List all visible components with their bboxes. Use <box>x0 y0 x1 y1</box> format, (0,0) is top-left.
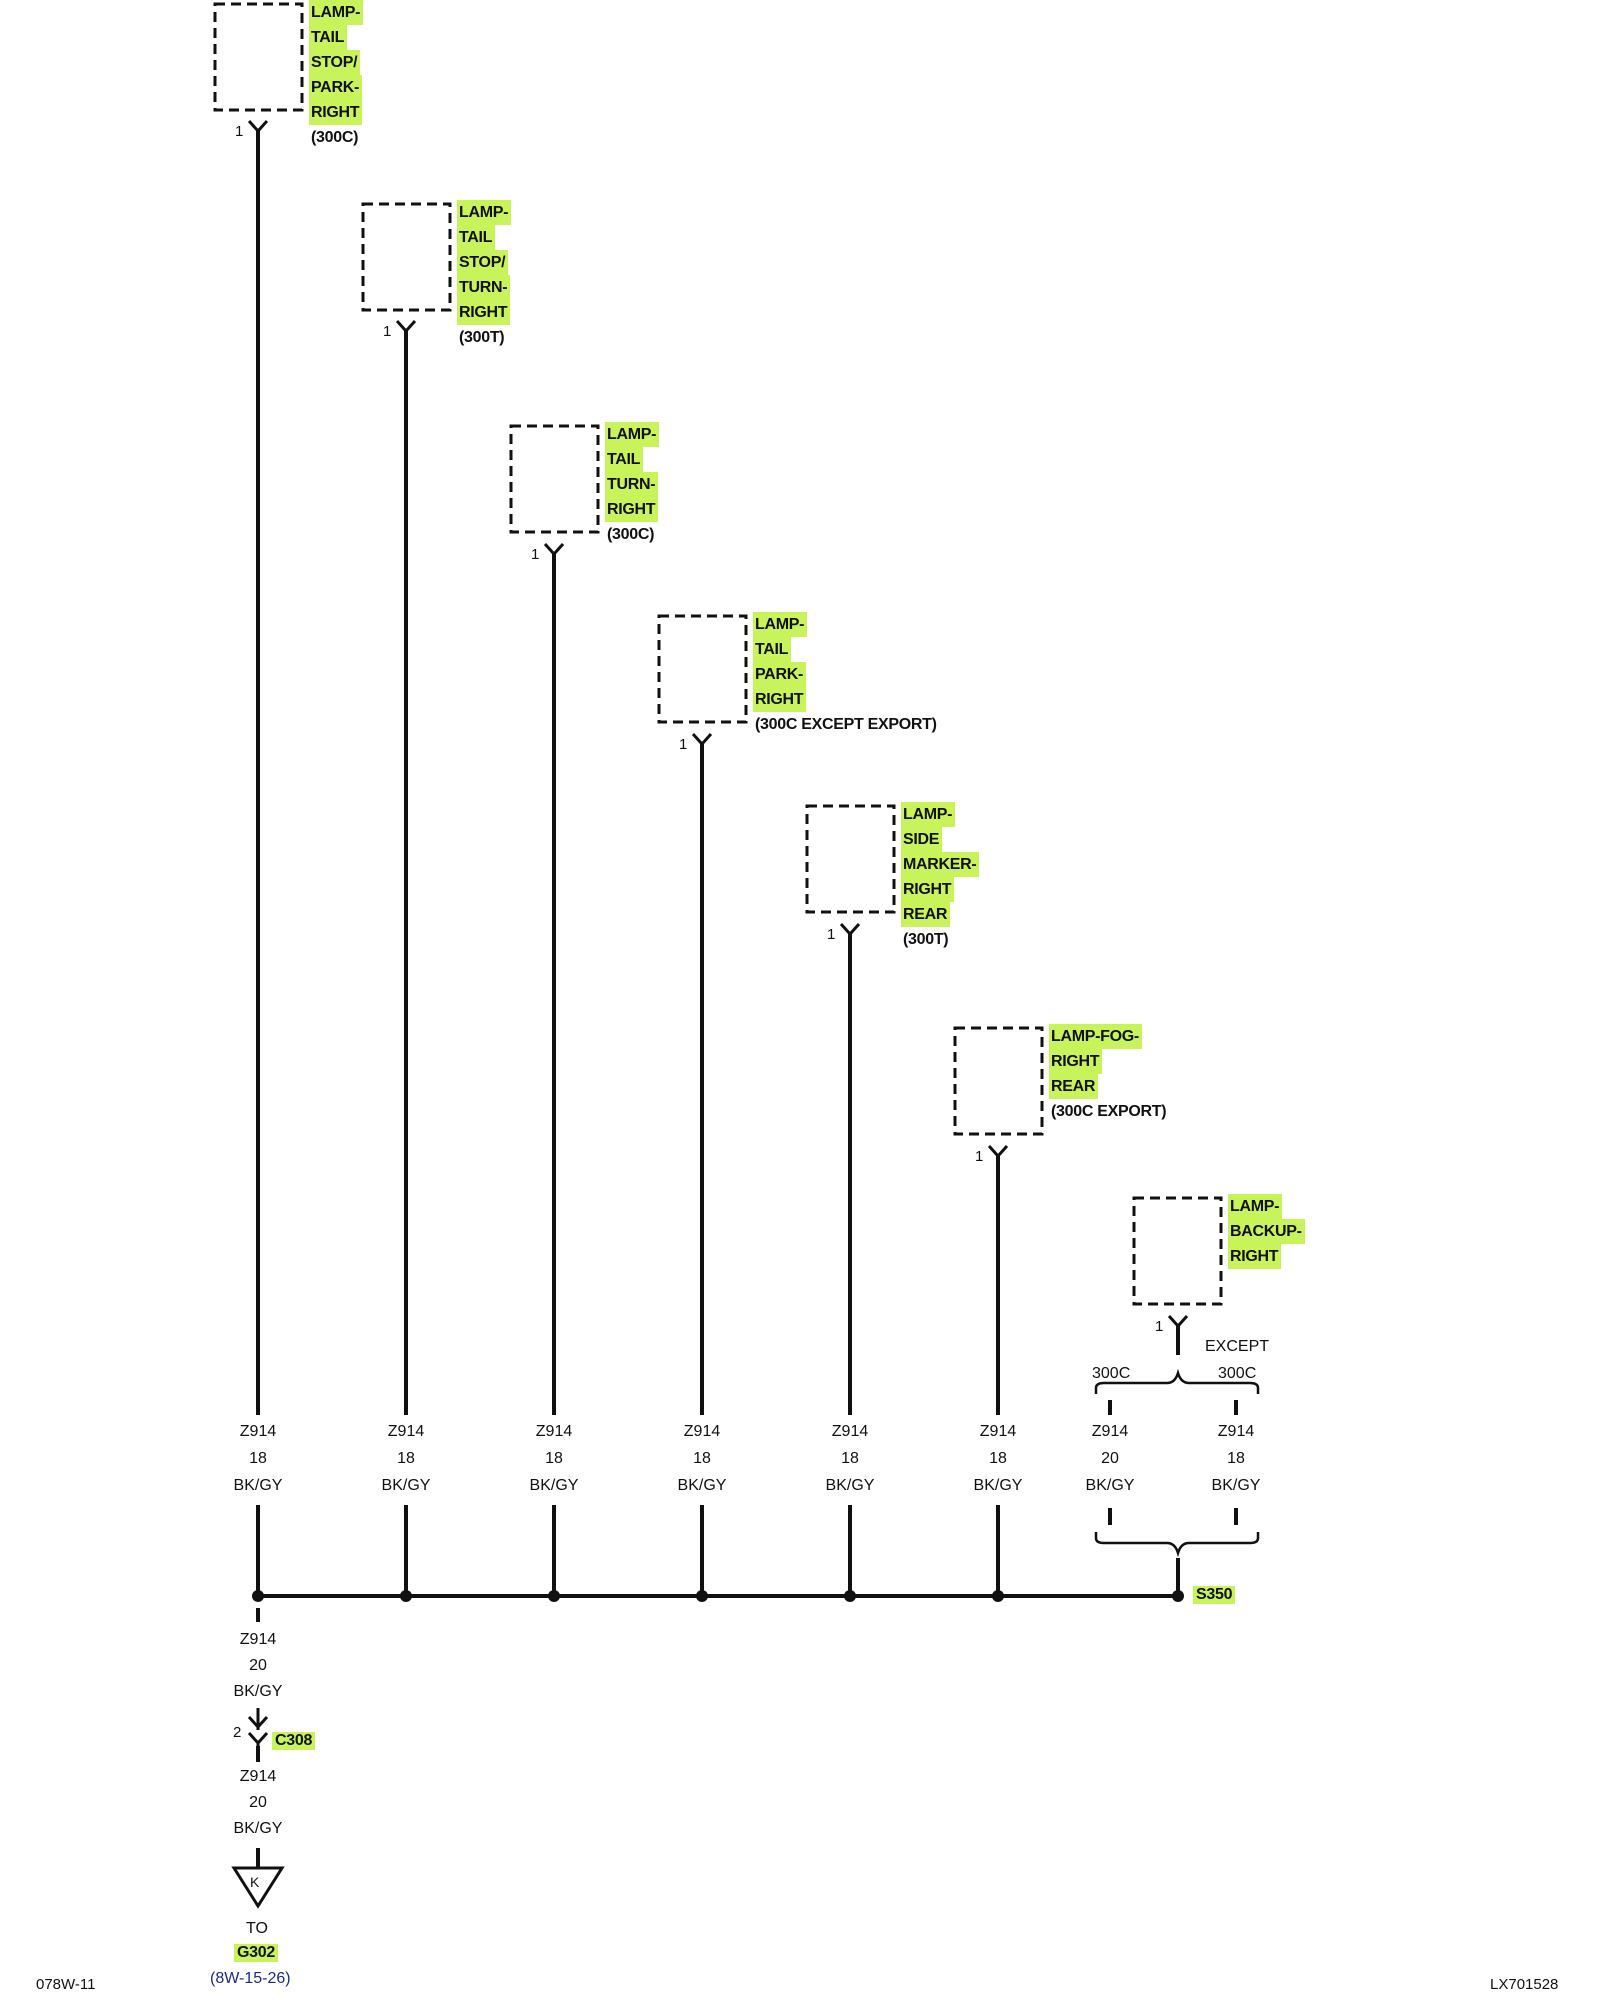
splice-node-5 <box>844 1590 856 1602</box>
pin-number-3: 1 <box>531 546 540 563</box>
pin-number-1: 1 <box>235 123 244 140</box>
splice-node-1 <box>252 1590 264 1602</box>
splice-node-3 <box>548 1590 560 1602</box>
ground-to-label: TO <box>246 1920 268 1937</box>
connector-label: C308 <box>272 1732 316 1750</box>
component-label-7: LAMP- BACKUP- RIGHT <box>1228 1194 1305 1269</box>
footer-left-code: 078W-11 <box>36 1976 96 1993</box>
connector-pin-number: 2 <box>233 1724 242 1741</box>
pin-number-4: 1 <box>679 736 688 753</box>
component-label-4: LAMP- TAIL PARK- RIGHT (300C EXCEPT EXPO… <box>753 612 937 737</box>
pin-number-2: 1 <box>383 323 392 340</box>
pin-number-7: 1 <box>1155 1318 1164 1335</box>
branch-label-except: EXCEPT <box>1205 1338 1270 1355</box>
ground-name: G302 <box>234 1944 278 1962</box>
splice-node-6 <box>992 1590 1004 1602</box>
component-box-5 <box>805 804 896 914</box>
option-brace-top <box>1094 1368 1260 1394</box>
splice-label: S350 <box>1193 1586 1236 1604</box>
component-box-6 <box>953 1026 1044 1136</box>
pin-number-5: 1 <box>827 926 836 943</box>
splice-node-7 <box>1172 1590 1184 1602</box>
splice-node-4 <box>696 1590 708 1602</box>
ground-triangle <box>231 1866 285 1909</box>
component-box-7 <box>1132 1196 1223 1306</box>
pin-number-6: 1 <box>975 1148 984 1165</box>
branch-label-except-300c: 300C <box>1218 1365 1257 1382</box>
ground-letter: K <box>250 1874 260 1890</box>
footer-right-code: LX701528 <box>1490 1976 1559 1993</box>
connector-c308-symbol <box>247 1715 269 1730</box>
component-box-1 <box>213 2 304 112</box>
branch-label-300c: 300C <box>1092 1365 1131 1382</box>
component-label-5: LAMP- SIDE MARKER- RIGHT REAR (300T) <box>901 802 980 952</box>
component-box-4 <box>657 614 748 724</box>
component-box-3 <box>509 424 600 534</box>
component-label-3: LAMP- TAIL TURN- RIGHT (300C) <box>605 422 660 547</box>
component-label-6: LAMP-FOG- RIGHT REAR (300C EXPORT) <box>1049 1024 1167 1124</box>
ground-page-ref[interactable]: (8W-15-26) <box>210 1970 291 1987</box>
option-brace-bottom <box>1094 1532 1260 1558</box>
splice-node-2 <box>400 1590 412 1602</box>
component-label-2: LAMP- TAIL STOP/ TURN- RIGHT (300T) <box>457 200 512 350</box>
component-box-2 <box>361 202 452 312</box>
component-label-1: LAMP- TAIL STOP/ PARK- RIGHT (300C) <box>309 0 364 150</box>
